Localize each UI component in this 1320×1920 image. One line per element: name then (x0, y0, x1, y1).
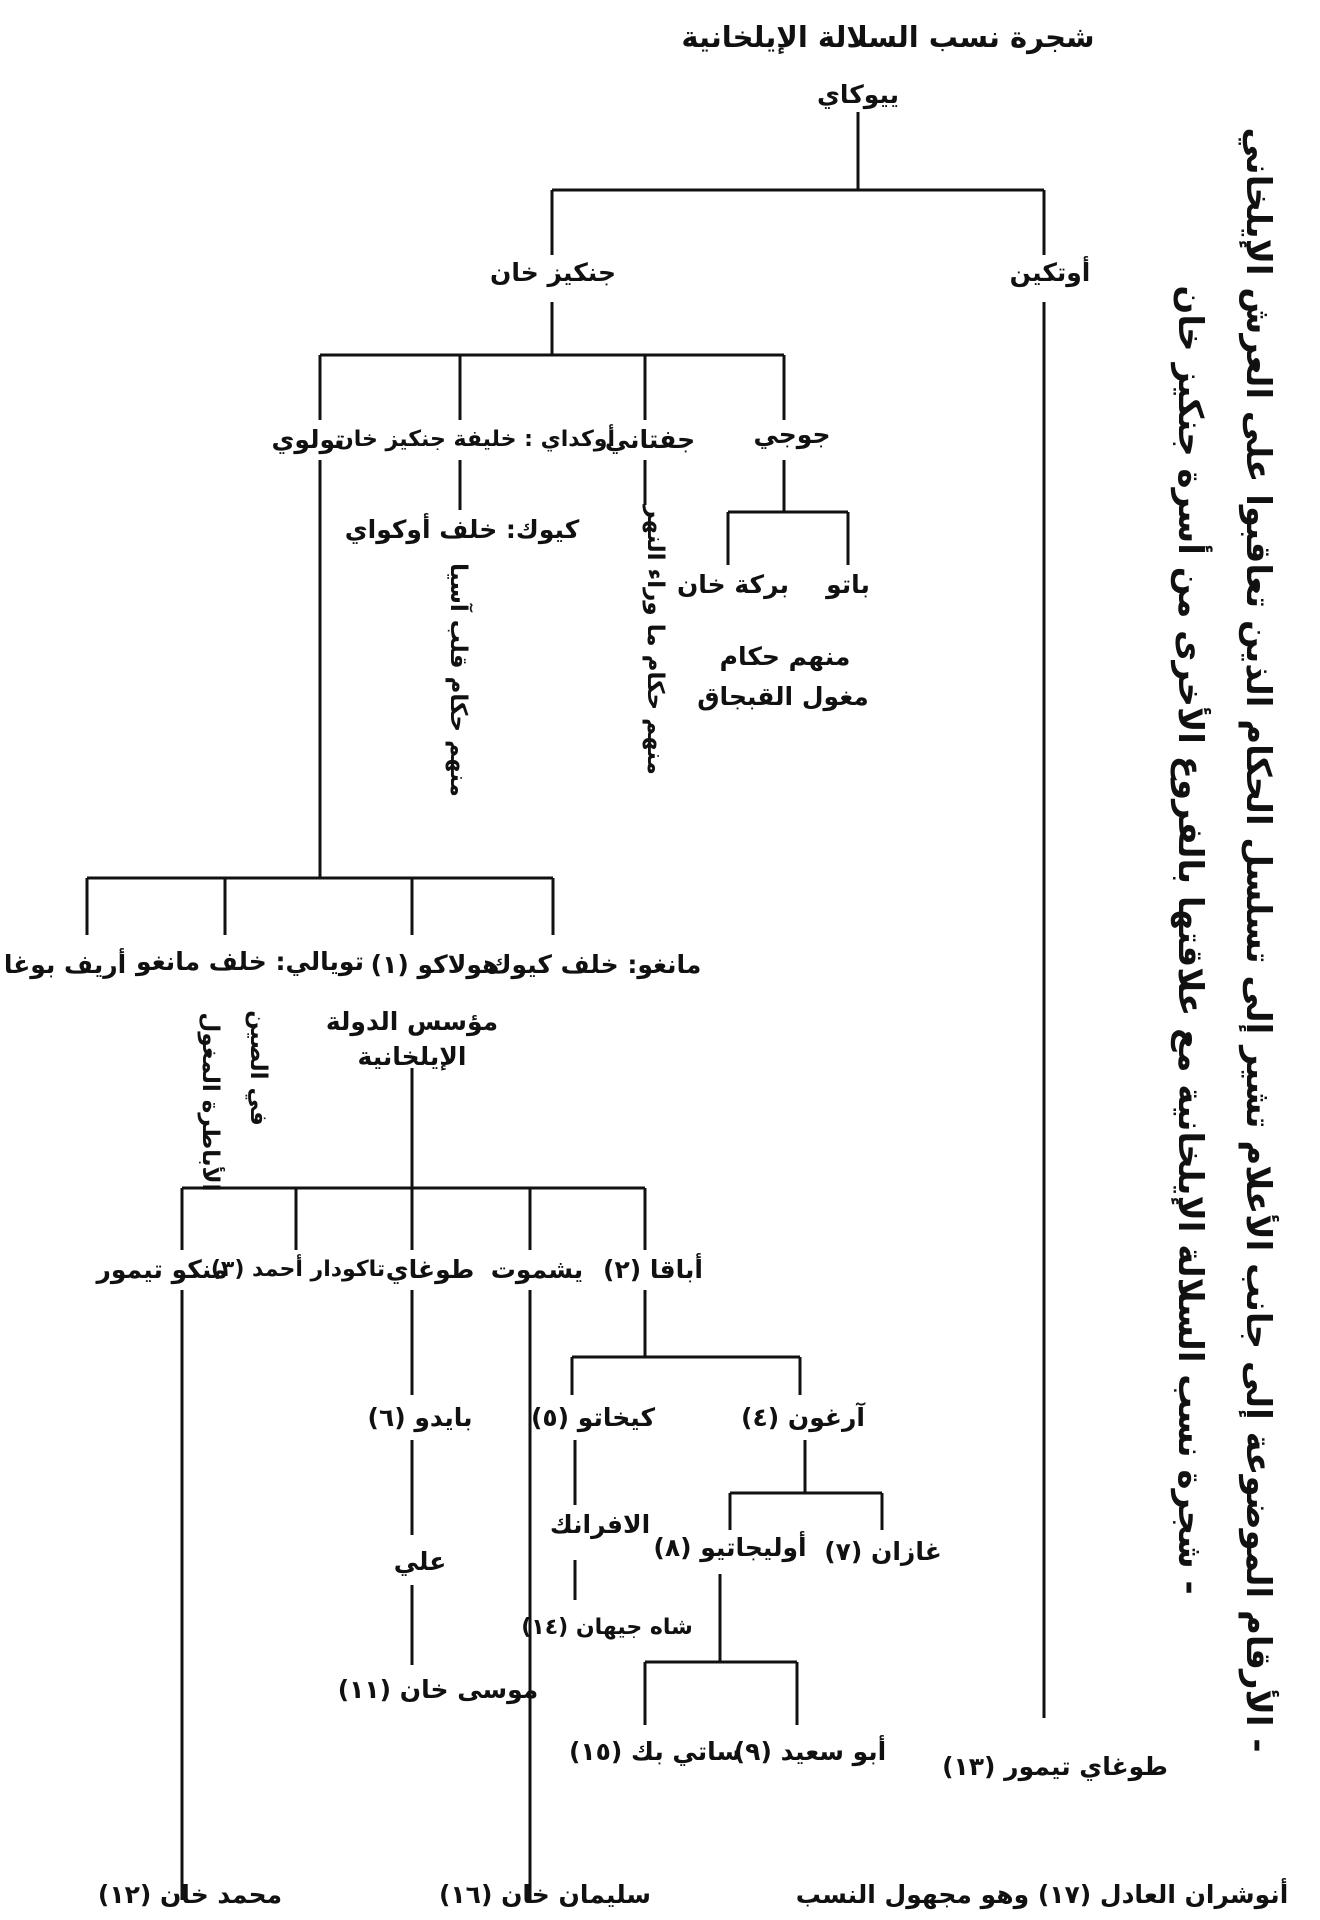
node-musa-khan: موسى خان (١١) (337, 1675, 539, 1704)
jochi-note-line-1: منهم حكام (719, 642, 851, 671)
ogedei-branch-label: منهم حكام قلب آسيا (445, 563, 471, 797)
node-kublai: تويالي: خلف مانغو (136, 947, 364, 976)
node-tolui: تولوي (271, 425, 345, 454)
node-mongke: مانغو: خلف كيوك (488, 950, 702, 979)
hulagu-note-line-1: مؤسس الدولة (325, 1007, 499, 1036)
connector-lines (85, 112, 1046, 1900)
node-arghun: آرغون (٤) (741, 1403, 865, 1432)
hulagu-note-line-2: الإيلخانية (357, 1042, 467, 1071)
node-genghis-khan: جنكيز خان (490, 258, 616, 287)
kublai-branch-label-1: الأباطرة المغول (197, 1012, 223, 1192)
node-baydu: بايدو (٦) (367, 1403, 473, 1432)
node-ali: علي (393, 1547, 447, 1576)
node-batu: باتو (826, 570, 870, 599)
node-oljeitu: أوليجاتيو (٨) (653, 1533, 807, 1562)
node-muhammad-khan: محمد خان (١٢) (97, 1880, 283, 1909)
node-sulayman-khan: سليمان خان (١٦) (438, 1880, 652, 1909)
node-hulagu: هولاكو (١) (370, 950, 500, 979)
side-note-1: - شجرة نسب السلالة الإيلخانية مع علاقتها… (1170, 285, 1210, 1595)
node-abu-said: أبو سعيد (٩) (733, 1737, 887, 1766)
node-yesugei: ييوكاي (816, 80, 900, 109)
node-afrank: الافرانك (549, 1510, 651, 1539)
node-ghazan: غازان (٧) (824, 1537, 942, 1566)
node-toghay-temur: طوغاي تيمور (١٣) (942, 1752, 1168, 1781)
node-anushirvan: أنوشران العادل (١٧) وهو مجهول النسب (795, 1880, 1289, 1909)
kublai-branch-label-2: في الصين (245, 1010, 271, 1126)
node-yoshmut: يشموت (490, 1255, 584, 1284)
node-chagatai: جفتاني (604, 425, 696, 454)
node-abaqa: أباقا (٢) (603, 1255, 703, 1284)
node-shah-jahan: شاه جيهان (١٤) (521, 1614, 693, 1640)
diagram-title: شجرة نسب السلالة الإيلخانية (681, 20, 1095, 54)
node-mongke-temur: منكو تيمور (96, 1255, 228, 1284)
node-jochi: جوجي (753, 420, 831, 449)
node-tekuder: تاكودار أحمد (٣) (210, 1256, 386, 1282)
node-otkin: أوتكين (1009, 258, 1091, 287)
node-berke-khan: بركة خان (676, 570, 790, 599)
side-note-2: - الأرقام الموضوعة إلى جانب الأعلام تشير… (1238, 127, 1278, 1753)
node-guyuk: كيوك: خلف أوكواي (344, 515, 580, 544)
node-ogedei: أوكداي : خليفة جنكيز خان (334, 426, 616, 452)
node-sati-beg: ساتي بك (١٥) (568, 1737, 742, 1766)
chagatai-branch-label: منهم حكام ما وراء النهر (642, 505, 668, 775)
node-ariq-boke: أريف بوغا (3, 950, 127, 979)
node-taraghai: طوغاي (385, 1255, 475, 1284)
jochi-note-line-2: مغول القبجاق (697, 682, 869, 711)
node-gaykhatu: كيخاتو (٥) (530, 1403, 656, 1432)
